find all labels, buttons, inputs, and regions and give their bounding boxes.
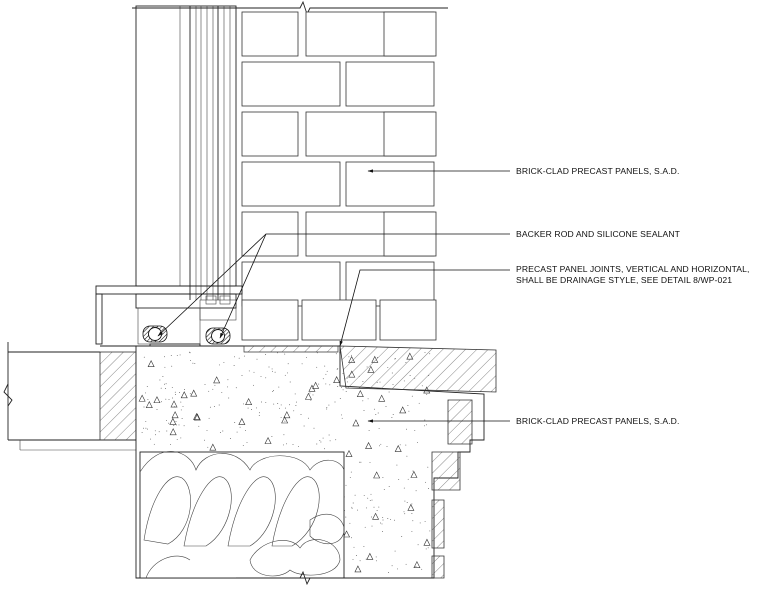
brick-cladding — [241, 11, 437, 341]
note-panel-joints-line-2: SHALL BE DRAINAGE STYLE, SEE DETAIL 8/WP… — [516, 275, 732, 285]
brick — [345, 161, 435, 207]
brick — [241, 299, 299, 341]
note-brick-panels-upper: BRICK-CLAD PRECAST PANELS, S.A.D. — [516, 166, 679, 176]
brick — [241, 261, 341, 307]
concrete-stipple — [138, 351, 431, 573]
note-backer-rod: BACKER ROD AND SILICONE SEALANT — [516, 229, 681, 239]
brick — [241, 11, 299, 57]
brick — [241, 111, 299, 157]
brick — [241, 61, 341, 107]
insulation — [139, 451, 345, 579]
break-line-bottom — [236, 570, 434, 586]
break-line-top — [132, 0, 448, 16]
note-brick-panels-lower: BRICK-CLAD PRECAST PANELS, S.A.D. — [516, 416, 679, 426]
brick — [345, 261, 435, 307]
panel-ledge — [243, 345, 497, 579]
brick — [379, 299, 437, 341]
brick — [383, 11, 437, 57]
interior-wall — [3, 342, 137, 451]
notes: BRICK-CLAD PRECAST PANELS, S.A.D. BACKER… — [516, 166, 750, 426]
brick — [383, 111, 437, 157]
window-frame — [135, 5, 237, 300]
brick — [241, 161, 341, 207]
brick — [345, 61, 435, 107]
note-panel-joints-line-1: PRECAST PANEL JOINTS, VERTICAL AND HORIZ… — [516, 264, 750, 274]
brick — [301, 299, 377, 341]
leaders — [157, 169, 510, 423]
backer-rod-sealant — [142, 325, 231, 345]
